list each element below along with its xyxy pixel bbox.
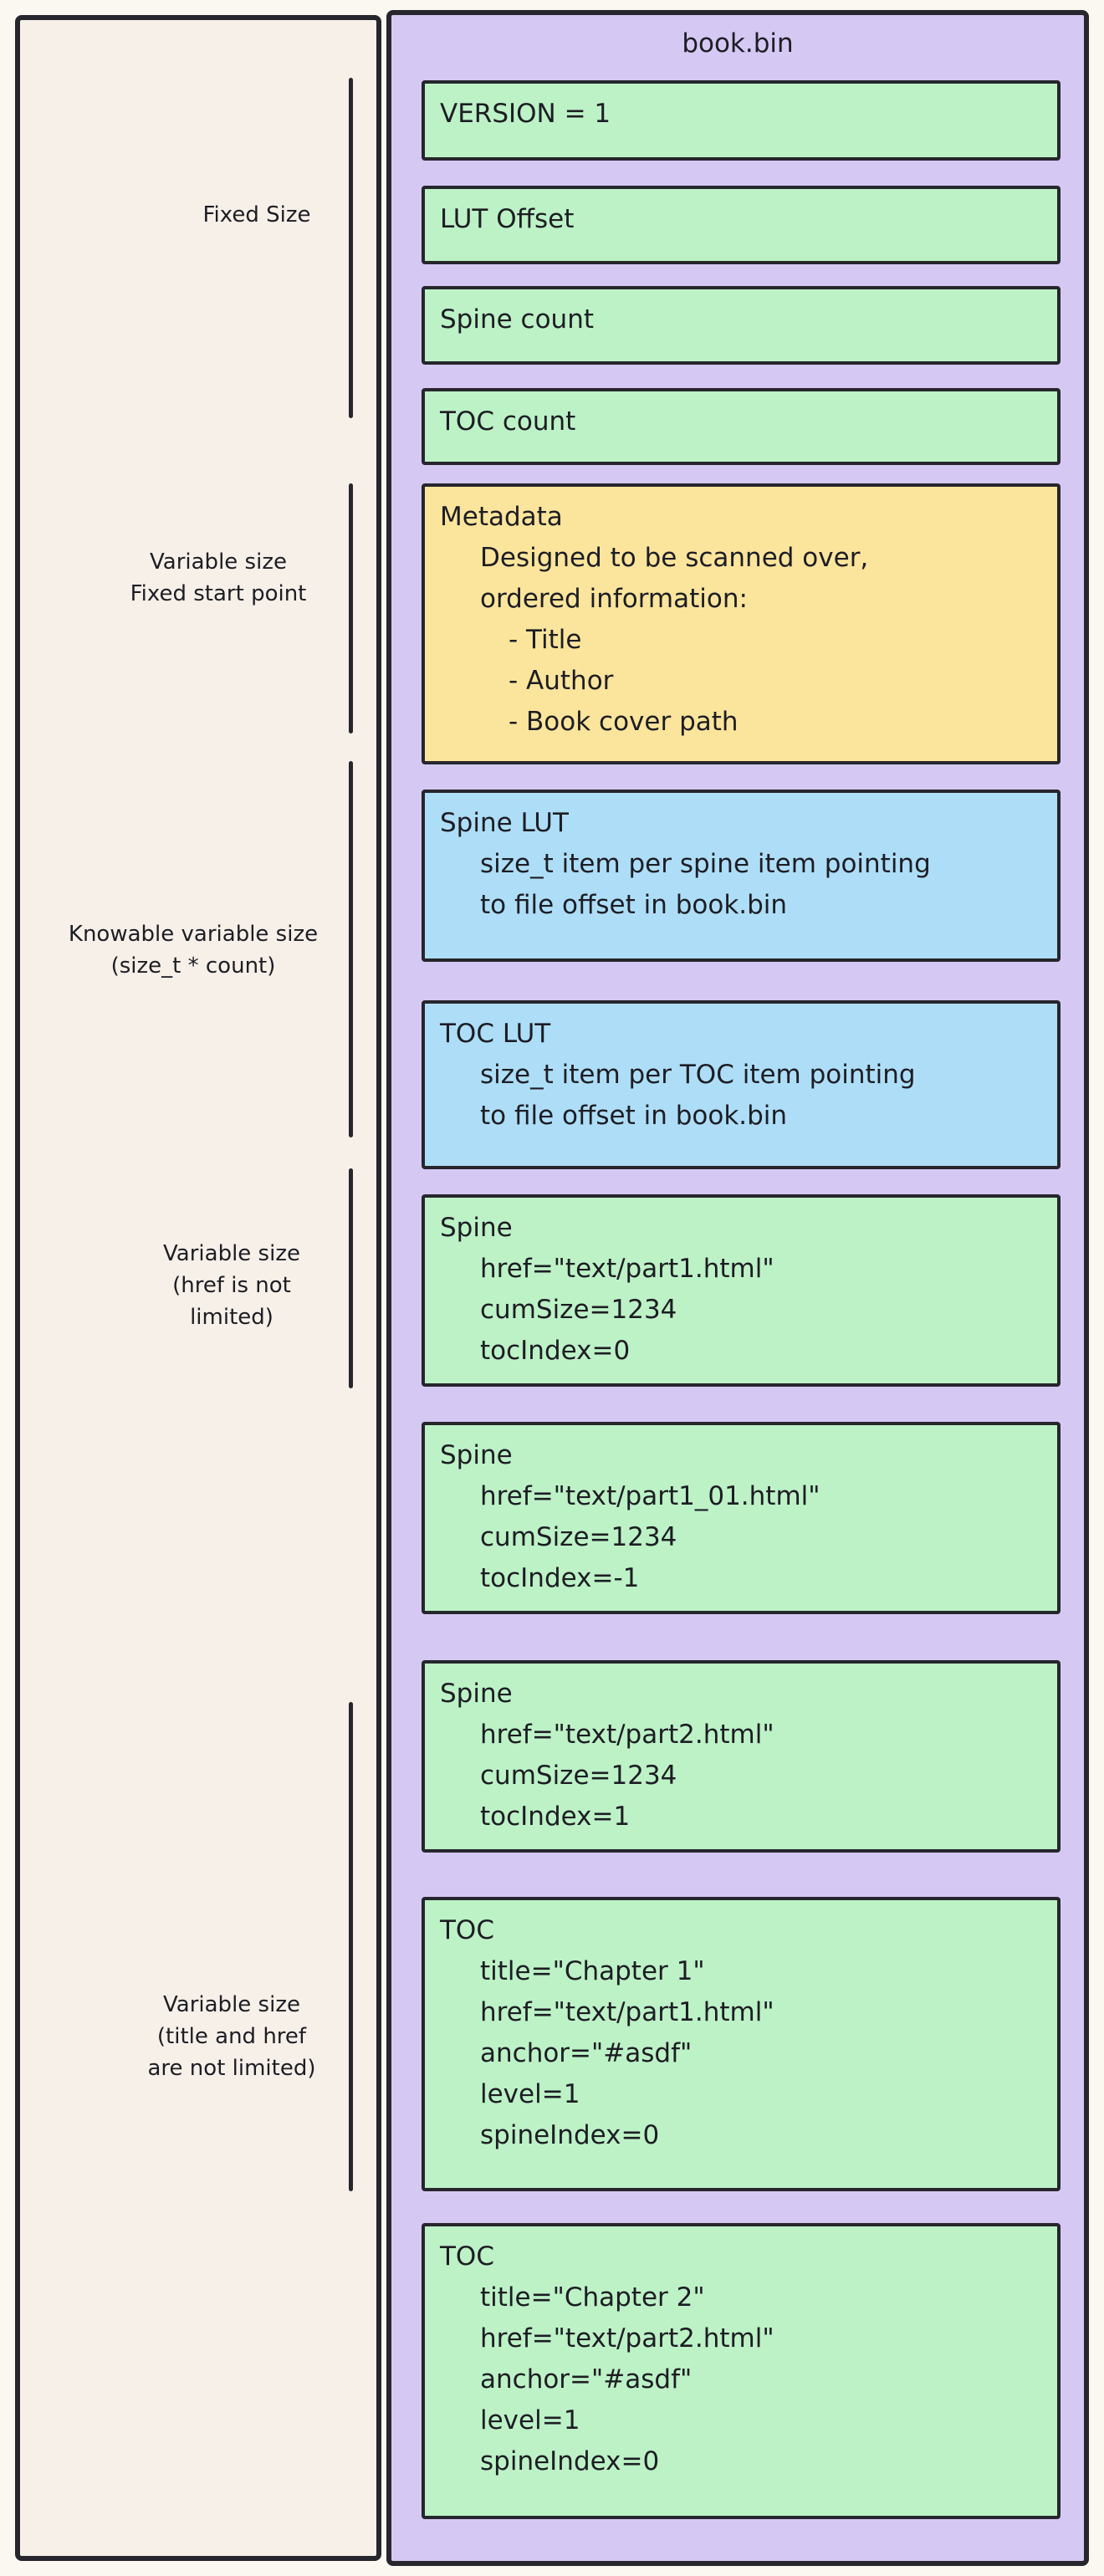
- block-spine-2: Spine href="text/part1_01.html" cumSize=…: [422, 1422, 1061, 1614]
- block-toc-count: TOC count: [422, 388, 1061, 465]
- block-line: cumSize=1234: [480, 1522, 677, 1552]
- block-line: tocIndex=1: [480, 1802, 631, 1832]
- side-label-line: Knowable variable size: [68, 922, 319, 947]
- block-line: size_t item per TOC item pointing: [480, 1060, 916, 1090]
- side-label-line: (size_t * count): [110, 953, 276, 979]
- side-label-line: (href is not: [172, 1273, 291, 1298]
- block-metadata: Metadata Designed to be scanned over, or…: [422, 483, 1061, 764]
- block-toc-2: TOC title="Chapter 2" href="text/part2.h…: [422, 2223, 1061, 2519]
- block-line: - Book cover path: [509, 707, 739, 737]
- block-toc-lut: TOC LUT size_t item per TOC item pointin…: [422, 1000, 1061, 1169]
- block-line: cumSize=1234: [480, 1295, 677, 1325]
- bracket-segment: [349, 761, 353, 1137]
- block-line: href="text/part1.html": [480, 1997, 774, 2027]
- block-spine-3: Spine href="text/part2.html" cumSize=123…: [422, 1660, 1061, 1853]
- block-line: Spine: [440, 1440, 513, 1470]
- block-line: title="Chapter 2": [480, 2282, 705, 2313]
- side-label-line: limited): [190, 1305, 273, 1330]
- block-line: Spine LUT: [440, 808, 569, 838]
- block-line: to file offset in book.bin: [480, 1101, 788, 1131]
- bracket-segment: [349, 483, 353, 733]
- block-line: anchor="#asdf": [480, 2038, 693, 2068]
- side-label-line: are not limited): [147, 2056, 316, 2081]
- block-line: TOC count: [440, 406, 576, 437]
- side-label-fixed-size: Fixed Size: [202, 199, 310, 231]
- block-line: Designed to be scanned over,: [480, 543, 869, 573]
- block-line: Spine: [440, 1213, 513, 1243]
- block-spine-lut: Spine LUT size_t item per spine item poi…: [422, 790, 1061, 962]
- block-line: Spine: [440, 1679, 513, 1709]
- bracket-segment: [349, 78, 353, 418]
- block-line: TOC LUT: [440, 1019, 551, 1049]
- block-line: href="text/part2.html": [480, 2323, 774, 2354]
- block-line: TOC: [440, 1915, 494, 1945]
- block-line: title="Chapter 1": [480, 1956, 705, 1986]
- block-line: - Title: [509, 625, 582, 655]
- block-line: Spine count: [440, 304, 595, 335]
- block-line: to file offset in book.bin: [480, 890, 788, 920]
- block-line: anchor="#asdf": [480, 2364, 693, 2395]
- bracket-segment: [349, 1702, 353, 2191]
- block-line: level=1: [480, 2079, 580, 2109]
- block-line: spineIndex=0: [480, 2446, 660, 2476]
- block-line: href="text/part1.html": [480, 1254, 774, 1284]
- bracket-segment: [349, 1168, 353, 1388]
- side-label-line: Variable size: [163, 1992, 300, 2017]
- block-line: href="text/part2.html": [480, 1720, 774, 1750]
- block-lut-offset: LUT Offset: [422, 186, 1061, 264]
- side-label-knowable-variable: Knowable variable size (size_t * count): [69, 918, 318, 982]
- side-label-variable-href: Variable size (href is not limited): [163, 1238, 300, 1333]
- block-line: ordered information:: [480, 584, 748, 614]
- block-line: Metadata: [440, 502, 563, 532]
- block-line: TOC: [440, 2241, 494, 2272]
- block-line: size_t item per spine item pointing: [480, 849, 931, 879]
- block-line: href="text/part1_01.html": [480, 1481, 820, 1511]
- side-label-variable-fixed-start: Variable size Fixed start point: [130, 546, 307, 610]
- side-label-variable-title-href: Variable size (title and href are not li…: [148, 1989, 316, 2084]
- side-label-line: Variable size: [150, 549, 287, 575]
- block-line: cumSize=1234: [480, 1761, 677, 1791]
- annotation-panel: [15, 15, 381, 2561]
- block-toc-1: TOC title="Chapter 1" href="text/part1.h…: [422, 1897, 1061, 2191]
- block-line: level=1: [480, 2405, 580, 2435]
- block-line: VERSION = 1: [440, 99, 611, 129]
- block-line: LUT Offset: [440, 204, 575, 234]
- block-version: VERSION = 1: [422, 80, 1061, 161]
- block-line: - Author: [509, 666, 614, 696]
- side-label-line: Fixed start point: [130, 581, 307, 606]
- block-line: spineIndex=0: [480, 2120, 660, 2150]
- block-line: tocIndex=-1: [480, 1563, 640, 1593]
- side-label-line: (title and href: [156, 2024, 307, 2049]
- side-label-line: Fixed Size: [202, 202, 311, 227]
- block-line: tocIndex=0: [480, 1336, 631, 1366]
- block-spine-count: Spine count: [422, 286, 1061, 365]
- file-title: book.bin: [682, 28, 794, 59]
- side-label-line: Variable size: [163, 1241, 300, 1266]
- block-spine-1: Spine href="text/part1.html" cumSize=123…: [422, 1194, 1061, 1387]
